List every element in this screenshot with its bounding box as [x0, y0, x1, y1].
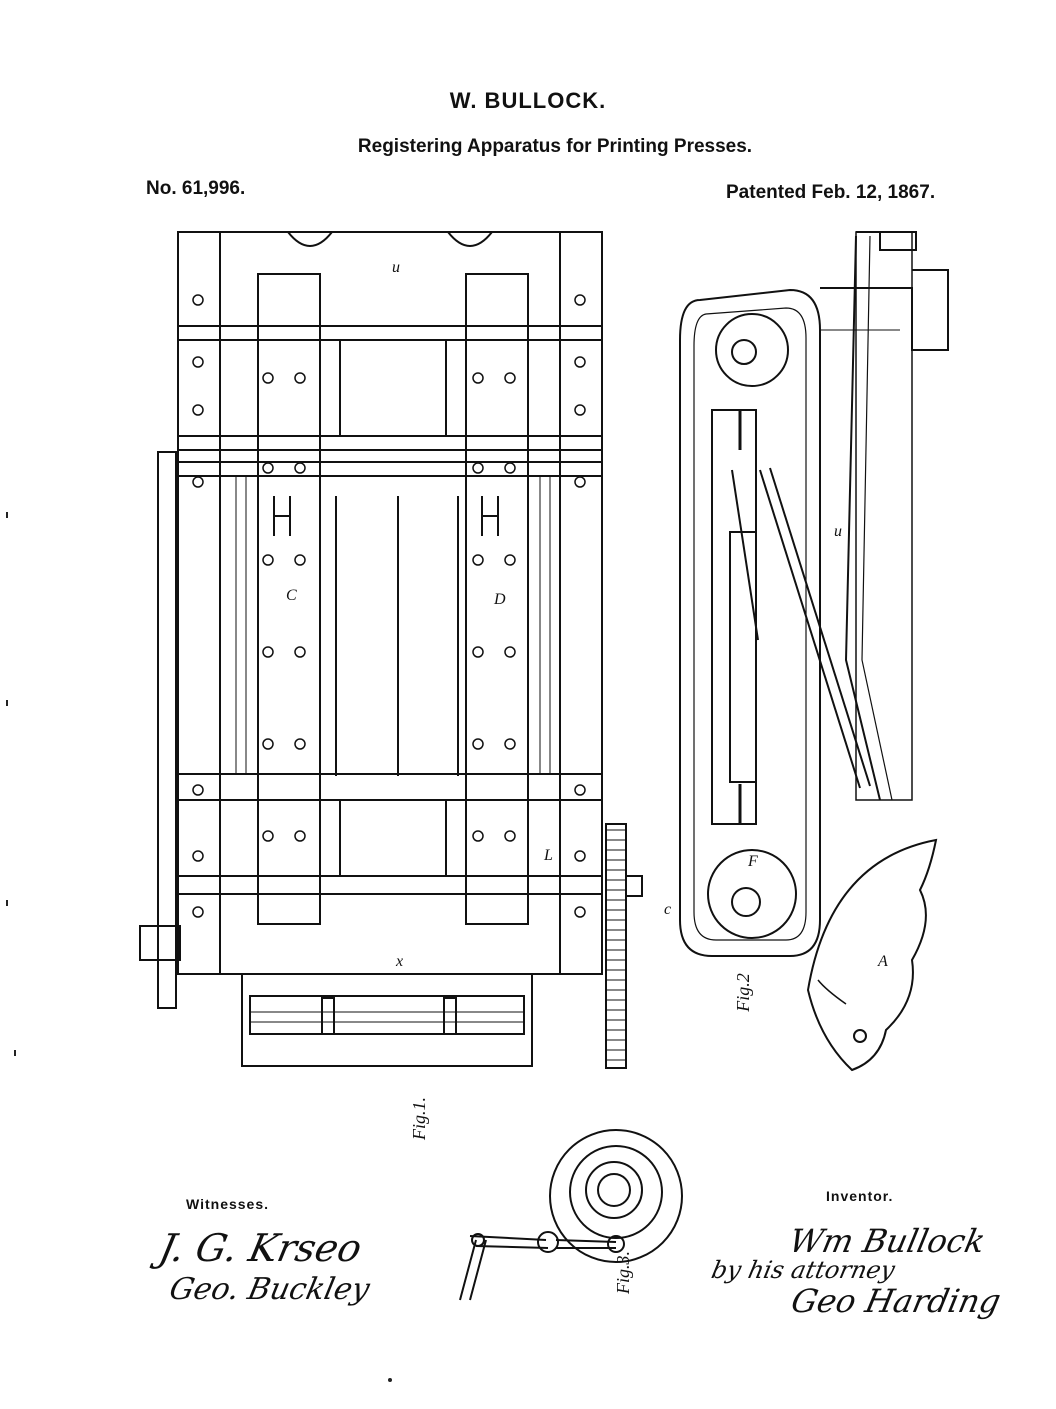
figure-3-detail: [459, 1129, 683, 1301]
svg-text:A: A: [877, 953, 888, 970]
figure-3-label: Fig.3.: [613, 1251, 633, 1294]
figure-1-plan-view: C D u x L: [139, 231, 643, 1069]
patent-number: No. 61,996.: [146, 178, 246, 199]
witness-2-signature: Geo. Buckley: [166, 1272, 373, 1307]
attorney-signature: Geo Harding: [787, 1282, 1005, 1320]
figure-2-side-view: c A u F: [664, 231, 949, 1072]
inventor-name-heading: W. BULLOCK.: [449, 88, 607, 113]
svg-text:C: C: [286, 587, 297, 604]
svg-text:L: L: [543, 847, 553, 864]
svg-text:x: x: [395, 953, 403, 970]
inventor-signature: Wm Bullock: [785, 1222, 989, 1260]
svg-text:u: u: [834, 523, 842, 540]
patent-date: Patented Feb. 12, 1867.: [726, 182, 936, 203]
witness-1-signature: J. G. Krseo: [155, 1226, 366, 1270]
figure-2-label: Fig.2: [732, 973, 753, 1012]
svg-text:u: u: [392, 259, 400, 276]
svg-text:c: c: [664, 901, 671, 918]
witnesses-label: Witnesses.: [186, 1196, 270, 1212]
inventor-label: Inventor.: [826, 1188, 894, 1204]
figure-1-label: Fig.1.: [409, 1097, 429, 1140]
svg-text:D: D: [493, 591, 506, 608]
svg-text:F: F: [747, 853, 758, 870]
patent-title: Registering Apparatus for Printing Press…: [357, 136, 753, 157]
attorney-phrase: by his attorney: [709, 1256, 898, 1284]
